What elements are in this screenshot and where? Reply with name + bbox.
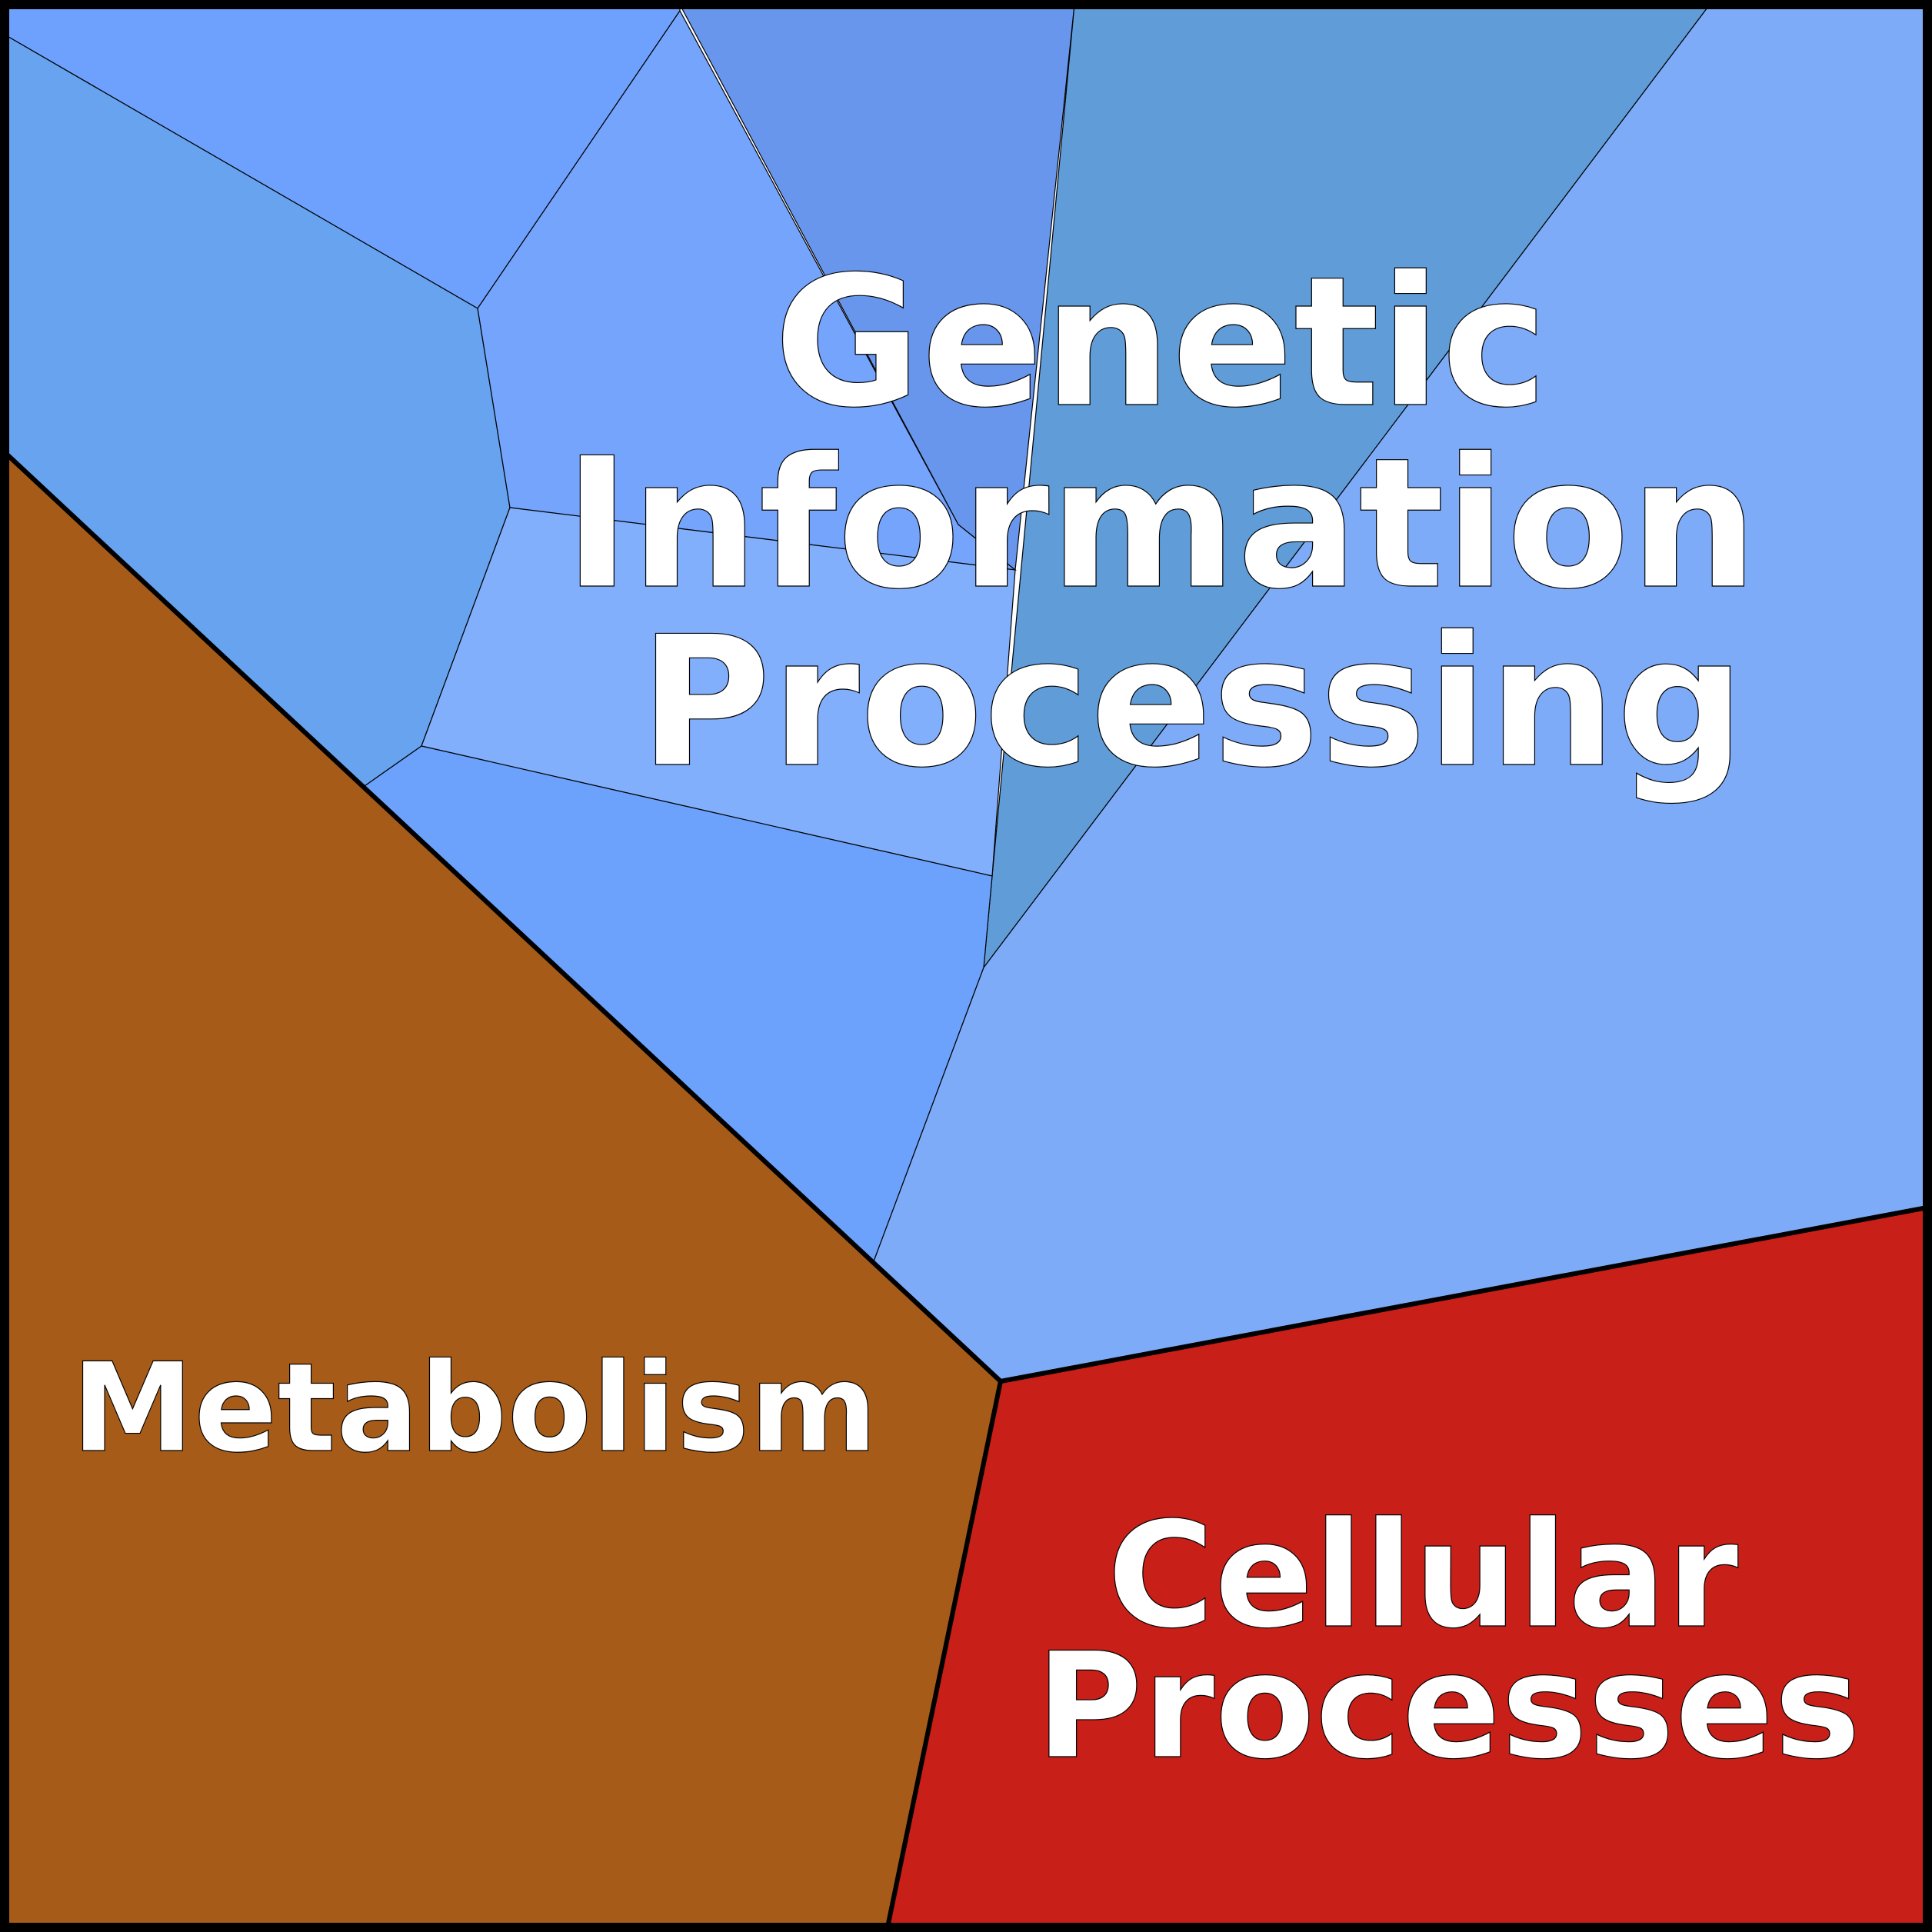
label-cp-line-2: Processes (1035, 1621, 1860, 1791)
label-gip-line-3: Processing (639, 598, 1745, 808)
label-genetic-information-processing: Genetic Information Processing (564, 238, 1820, 808)
label-gip-line-1: Genetic (774, 238, 1548, 448)
label-gip-line-2: Information (564, 420, 1758, 629)
label-cp-line-1: Cellular (1107, 1491, 1738, 1661)
genetic-information-processing-region (4, 4, 1928, 1382)
label-metabolism: Metabolism (72, 1336, 878, 1480)
gip-region-boundary (2, 450, 1928, 1384)
label-cellular-processes: Cellular Processes (1035, 1491, 1860, 1791)
label-metabolism-line-1: Metabolism (72, 1336, 878, 1480)
